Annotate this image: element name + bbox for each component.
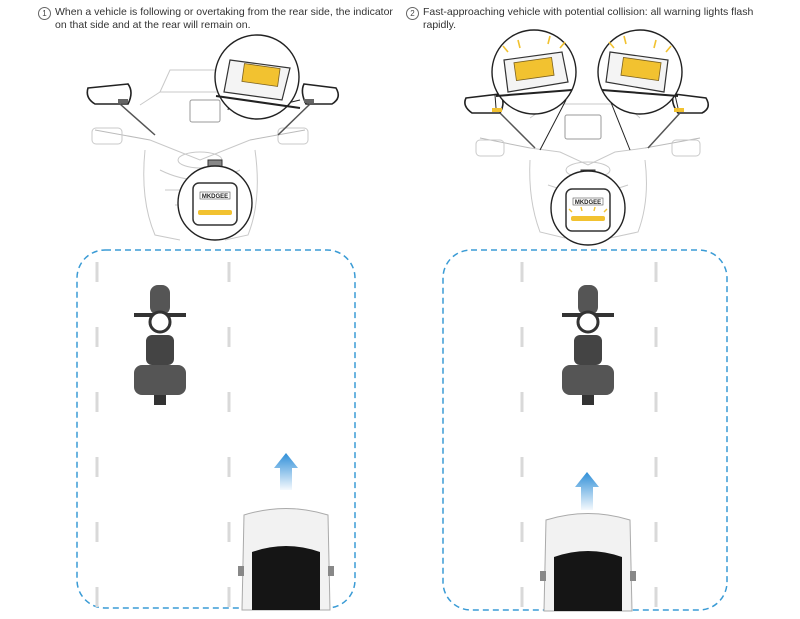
- left-mirror: [86, 83, 156, 136]
- scenario-2-panel: 2 Fast-approaching vehicle with potentia…: [400, 0, 800, 619]
- warning-light-icon: [513, 56, 555, 82]
- right-mirror: [647, 93, 710, 149]
- left-mirror: [464, 93, 536, 149]
- rear-unit-callout: MKDGEE: [550, 169, 626, 246]
- motorcycle-top-icon: [562, 285, 614, 405]
- detection-zone: [76, 249, 356, 609]
- scenario-2-text: Fast-approaching vehicle with potential …: [423, 6, 754, 31]
- car-top-icon: [238, 508, 334, 611]
- rear-unit-callout: MKDGEE: [177, 159, 253, 241]
- warning-light-icon: [571, 216, 605, 221]
- arrow-up-icon: [575, 472, 599, 510]
- magnifier-callout-icon: [214, 34, 301, 120]
- road-scene-1: [76, 249, 356, 611]
- arrow-up-icon: [274, 453, 298, 490]
- warning-light-icon: [241, 63, 281, 87]
- right-mirror: [277, 83, 340, 136]
- scenario-1-panel: 1 When a vehicle is following or overtak…: [38, 6, 393, 611]
- scenario-2-number: 2: [406, 7, 419, 20]
- scenario-2-illustration: MKDGEE: [442, 29, 728, 612]
- warning-light-icon: [620, 56, 662, 82]
- road-scene-2: [442, 249, 728, 612]
- warning-light-icon: [198, 210, 232, 215]
- scenario-1-text: When a vehicle is following or overtakin…: [55, 6, 393, 31]
- motorcycle-top-icon: [134, 285, 186, 405]
- magnifier-callout-icon: [491, 29, 577, 151]
- rear-badge-text: MKDGEE: [202, 194, 228, 200]
- rear-badge-text: MKDGEE: [575, 200, 601, 206]
- scenario-1-number: 1: [38, 7, 51, 20]
- scenario-1-illustration: MKDGEE: [76, 34, 356, 611]
- magnifier-callout-icon: [597, 29, 683, 151]
- car-top-icon: [540, 513, 636, 612]
